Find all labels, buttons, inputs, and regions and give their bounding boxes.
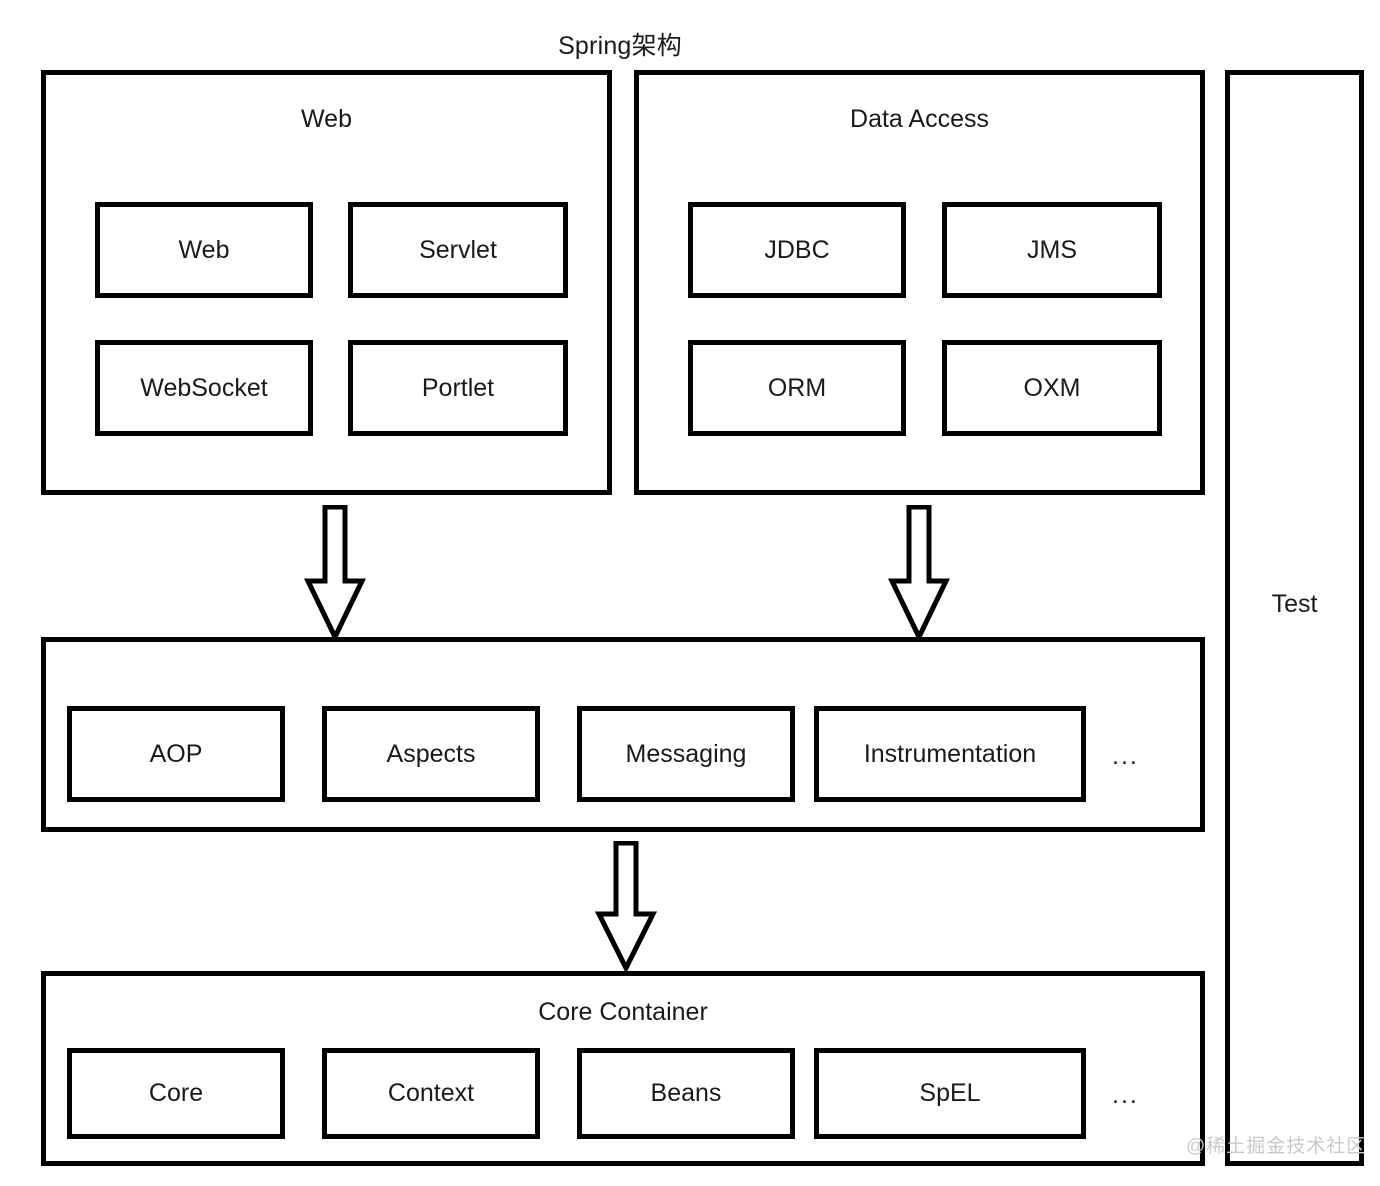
module-aop[interactable]: AOP bbox=[67, 706, 285, 802]
group-test: Test bbox=[1225, 70, 1364, 1166]
module-aspects[interactable]: Aspects bbox=[322, 706, 540, 802]
module-beans[interactable]: Beans bbox=[577, 1048, 795, 1139]
module-servlet-label: Servlet bbox=[419, 235, 497, 264]
module-context[interactable]: Context bbox=[322, 1048, 540, 1139]
module-spel[interactable]: SpEL bbox=[814, 1048, 1086, 1139]
module-oxm-label: OXM bbox=[1023, 373, 1081, 402]
module-websocket-label: WebSocket bbox=[140, 373, 268, 402]
module-beans-label: Beans bbox=[650, 1079, 722, 1107]
group-data-access-label: Data Access bbox=[850, 105, 989, 133]
group-test-label: Test bbox=[1271, 590, 1318, 618]
arrow-data-access-to-aop bbox=[884, 505, 954, 641]
watermark: @稀土掘金技术社区 bbox=[1186, 1136, 1367, 1157]
module-orm[interactable]: ORM bbox=[688, 340, 906, 436]
module-orm-label: ORM bbox=[767, 373, 827, 402]
module-servlet[interactable]: Servlet bbox=[348, 202, 568, 298]
module-web-label: Web bbox=[178, 235, 230, 264]
module-messaging[interactable]: Messaging bbox=[577, 706, 795, 802]
page-title: Spring架构 bbox=[558, 32, 682, 60]
module-instrumentation[interactable]: Instrumentation bbox=[814, 706, 1086, 802]
arrow-aop-to-core-container bbox=[591, 841, 661, 972]
module-oxm[interactable]: OXM bbox=[942, 340, 1162, 436]
group-core-container-label: Core Container bbox=[538, 998, 708, 1026]
module-aspects-label: Aspects bbox=[386, 739, 476, 768]
module-portlet[interactable]: Portlet bbox=[348, 340, 568, 436]
core-container-ellipsis: ... bbox=[1112, 1081, 1139, 1109]
module-jms[interactable]: JMS bbox=[942, 202, 1162, 298]
group-aop: AOP Aspects Messaging Instrumentation ..… bbox=[41, 637, 1205, 832]
module-context-label: Context bbox=[387, 1079, 475, 1107]
group-web-label: Web bbox=[301, 105, 352, 133]
group-core-container: Core Container Core Context Beans SpEL .… bbox=[41, 971, 1205, 1166]
module-messaging-label: Messaging bbox=[625, 739, 747, 768]
module-jms-label: JMS bbox=[1027, 235, 1077, 264]
aop-ellipsis: ... bbox=[1112, 742, 1139, 770]
module-jdbc[interactable]: JDBC bbox=[688, 202, 906, 298]
module-core-label: Core bbox=[148, 1079, 204, 1107]
module-aop-label: AOP bbox=[149, 739, 203, 768]
module-portlet-label: Portlet bbox=[421, 373, 495, 402]
module-websocket[interactable]: WebSocket bbox=[95, 340, 313, 436]
group-web: Web Web Servlet WebSocket Portlet bbox=[41, 70, 612, 495]
module-spel-label: SpEL bbox=[919, 1079, 981, 1107]
module-web[interactable]: Web bbox=[95, 202, 313, 298]
module-jdbc-label: JDBC bbox=[764, 235, 830, 264]
group-data-access: Data Access JDBC JMS ORM OXM bbox=[634, 70, 1205, 495]
arrow-web-to-aop bbox=[300, 505, 370, 641]
module-instrumentation-label: Instrumentation bbox=[863, 739, 1037, 768]
module-core[interactable]: Core bbox=[67, 1048, 285, 1139]
